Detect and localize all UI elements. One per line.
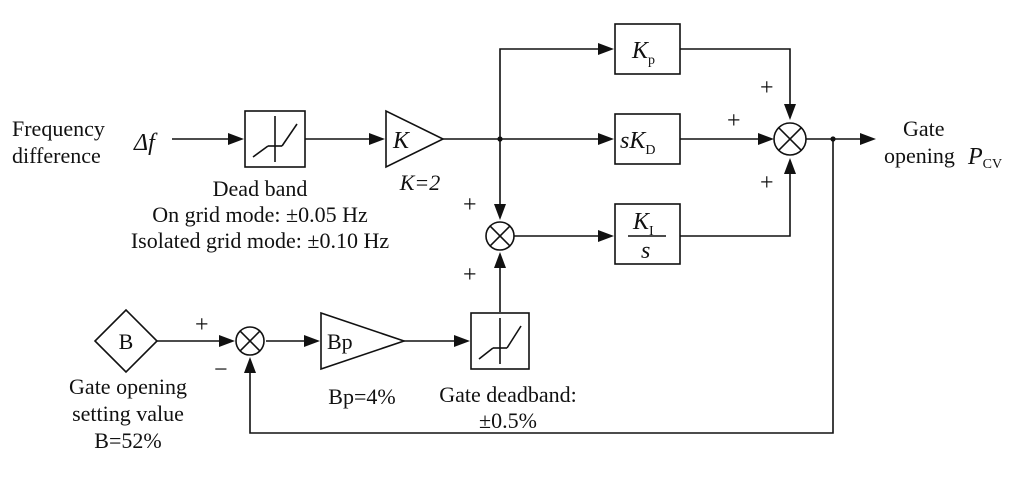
arrowhead: [369, 133, 385, 145]
wire-kp-to-main-sum: [680, 48, 791, 106]
sign-plus-kp: +: [760, 75, 774, 101]
arrowhead: [860, 133, 876, 145]
sign-plus-ki: +: [760, 170, 774, 196]
kd-block: sKD: [614, 113, 681, 165]
output-label-line1: Gate: [903, 116, 945, 141]
arrowhead: [454, 335, 470, 347]
arrowhead: [219, 335, 235, 347]
input-label-line2: difference: [12, 143, 101, 168]
setpoint-line3: B=52%: [94, 428, 161, 453]
gain-bp-value: Bp=4%: [328, 384, 395, 409]
gain-bp-symbol: Bp: [327, 329, 353, 354]
input-label-line1: Frequency: [12, 116, 105, 141]
arrowhead: [598, 230, 614, 242]
arrowhead: [598, 43, 614, 55]
lower-sum-junction: [485, 221, 515, 251]
gain-k-symbol: K: [392, 128, 411, 154]
input-symbol: Δf: [133, 130, 158, 156]
arrowhead: [758, 133, 774, 145]
arrowhead: [304, 335, 320, 347]
gate-deadband-line1: Gate deadband:: [439, 382, 576, 407]
output-label-line2: opening: [884, 143, 955, 168]
gate-deadband-block: [470, 312, 530, 370]
dead-band-block: [244, 110, 306, 168]
bottom-sum-junction: [235, 326, 265, 356]
gain-k-value: K=2: [399, 170, 441, 195]
arrowhead: [494, 204, 506, 220]
arrowhead: [784, 104, 796, 120]
setpoint-line1: Gate opening: [69, 374, 187, 399]
main-sum-junction: [773, 122, 807, 156]
dead-band-title: Dead band: [213, 176, 308, 201]
setpoint-line2: setting value: [72, 401, 184, 426]
arrowhead: [598, 133, 614, 145]
wire-branch-to-kp: [499, 48, 600, 139]
setpoint-b-block: B: [93, 308, 159, 374]
output-symbol: PCV: [967, 144, 1002, 172]
gain-k-block: K: [385, 109, 445, 169]
sign-plus-branch: +: [463, 192, 477, 218]
arrowhead: [244, 357, 256, 373]
dead-band-isolated-grid: Isolated grid mode: ±0.10 Hz: [131, 228, 390, 253]
ki-denominator: s: [641, 238, 650, 264]
wire-ki-to-main-sum: [680, 172, 791, 237]
gate-deadband-line2: ±0.5%: [479, 408, 537, 433]
kp-block: Kp: [614, 23, 681, 75]
sign-minus-feedback: −: [214, 357, 228, 383]
arrowhead: [784, 158, 796, 174]
ki-block: KI s: [614, 203, 681, 265]
gain-bp-block: Bp: [320, 311, 407, 371]
dead-band-on-grid: On grid mode: ±0.05 Hz: [152, 202, 368, 227]
kp-label: Kp: [631, 38, 655, 68]
kd-label: sKD: [620, 128, 655, 158]
arrowhead: [494, 252, 506, 268]
sign-plus-kd: +: [727, 108, 741, 134]
sign-plus-setpoint: +: [195, 312, 209, 338]
sign-plus-gate: +: [463, 262, 477, 288]
arrowhead: [228, 133, 244, 145]
setpoint-symbol: B: [119, 329, 134, 354]
ki-numerator: KI: [632, 209, 654, 239]
wire-feedback-loop: [249, 139, 834, 434]
